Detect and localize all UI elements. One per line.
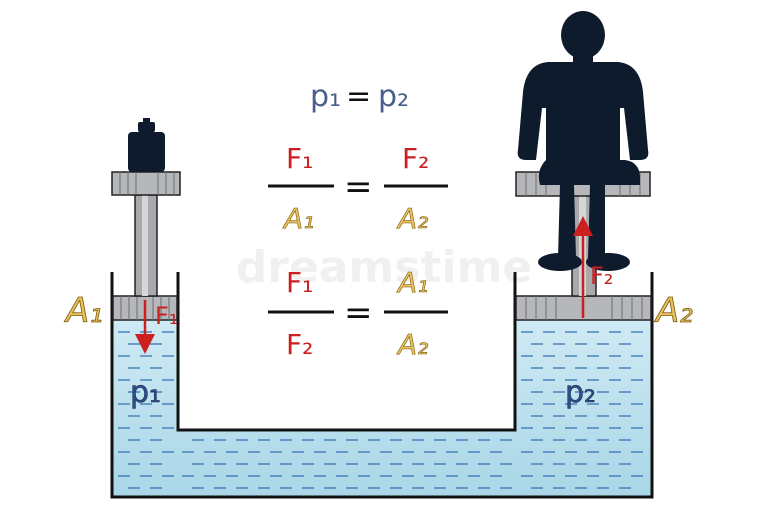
force-area-equation: F₁ A₁ = F₂ A₂ bbox=[268, 142, 448, 235]
fluid-wave-lines bbox=[118, 331, 643, 489]
vessel-outline bbox=[110, 272, 654, 499]
weight-icon bbox=[128, 118, 165, 172]
eq2-f2: F₂ bbox=[402, 142, 429, 175]
ratio-equation: F₁ F₂ = A₁ A₂ bbox=[268, 266, 448, 361]
person-icon bbox=[517, 11, 649, 271]
pressure-label-right: p₂ bbox=[565, 375, 596, 410]
eq2-a1: A₁ bbox=[282, 202, 314, 235]
eq-p2: p₂ bbox=[378, 79, 409, 114]
eq2-f1: F₁ bbox=[286, 142, 313, 175]
eq3-equals: = bbox=[344, 293, 373, 333]
eq-pressure-equals: = bbox=[346, 79, 371, 114]
eq3-a2: A₂ bbox=[396, 328, 428, 361]
eq-p1: p₁ bbox=[310, 79, 341, 114]
force-label-right: F₂ bbox=[590, 262, 613, 290]
pressure-equation: p₁ = p₂ bbox=[310, 79, 409, 114]
eq2-a2: A₂ bbox=[396, 202, 428, 235]
eq2-equals: = bbox=[344, 167, 373, 207]
area-label-right: A₂ bbox=[654, 291, 693, 331]
eq3-a1: A₁ bbox=[396, 266, 428, 299]
pressure-label-left: p₁ bbox=[130, 375, 161, 410]
eq3-f1: F₁ bbox=[286, 266, 313, 299]
area-label-left: A₁ bbox=[64, 291, 103, 331]
eq3-f2: F₂ bbox=[286, 328, 313, 361]
left-piston bbox=[111, 171, 181, 321]
watermark: dreamstime bbox=[236, 242, 533, 293]
force-label-left: F₁ bbox=[155, 302, 178, 330]
fluid bbox=[112, 320, 652, 497]
